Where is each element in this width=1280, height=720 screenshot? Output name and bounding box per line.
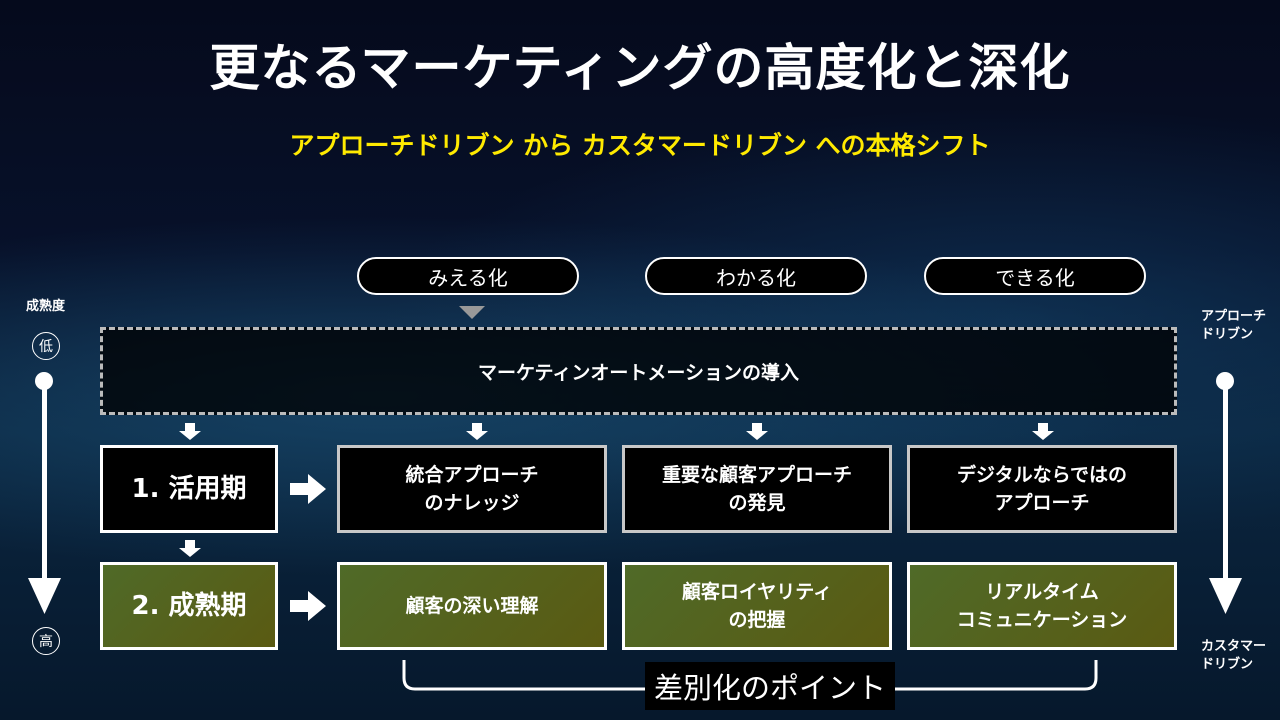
maturity-label: 成熟度 [26, 299, 66, 314]
cell-line: の発見 [728, 492, 786, 514]
cell-line: のナレッジ [424, 492, 520, 514]
cell-line: 顧客ロイヤリティ [681, 580, 833, 603]
driven-shift-arrow [1209, 372, 1242, 614]
arrow-down-icon [179, 423, 201, 440]
arrow-down-icon [746, 423, 768, 440]
label-line: アプローチ [1201, 309, 1267, 324]
arrow-down-icon [179, 540, 201, 557]
cell-key-approach: 重要な顧客アプローチの発見 [622, 445, 892, 533]
cell-deep-understanding: 顧客の深い理解 [337, 562, 607, 650]
label-line: ドリブン [1201, 327, 1254, 343]
cell-line: アプローチ [994, 492, 1090, 514]
maturity-arrow [28, 372, 61, 614]
arrow-right-icon [290, 474, 326, 504]
cell-digital-approach: デジタルならではのアプローチ [907, 445, 1177, 533]
label-line: カスタマー [1201, 639, 1267, 654]
high-badge: 高 [32, 627, 60, 655]
row-label-utilization: 1. 活用期 [100, 445, 278, 533]
arrow-down-icon [466, 423, 488, 440]
cell-line: デジタルならではの [956, 463, 1128, 486]
slide-title: 更なるマーケティングの高度化と深化 [209, 39, 1071, 97]
phase-enable: できる化 [924, 257, 1146, 295]
row-label-maturity: 2. 成熟期 [100, 562, 278, 650]
customer-driven-label: カスタマードリブン [1201, 638, 1266, 674]
cell-line: の把握 [728, 609, 786, 631]
cell-line: 顧客の深い理解 [405, 594, 539, 617]
slide-subtitle: アプローチドリブン から カスタマードリブン への本格シフト [289, 131, 991, 160]
cell-loyalty: 顧客ロイヤリティの把握 [622, 562, 892, 650]
cell-line: リアルタイム [985, 580, 1099, 603]
differentiation-point-label: 差別化のポイント [645, 662, 895, 710]
approach-driven-label: アプローチドリブン [1201, 308, 1266, 344]
triangle-down-icon [459, 306, 485, 319]
ma-introduction-box: マーケティンオートメーションの導入 [100, 327, 1177, 415]
label-line: ドリブン [1201, 657, 1254, 673]
phase-visualize: みえる化 [357, 257, 579, 295]
cell-line: 統合アプローチ [405, 463, 539, 486]
arrow-down-icon [1032, 423, 1054, 440]
cell-realtime: リアルタイムコミュニケーション [907, 562, 1177, 650]
cell-line: 重要な顧客アプローチ [661, 463, 852, 486]
arrow-right-icon [290, 591, 326, 621]
cell-integrated-approach: 統合アプローチのナレッジ [337, 445, 607, 533]
phase-understand: わかる化 [645, 257, 867, 295]
cell-line: コミュニケーション [956, 609, 1128, 631]
low-badge: 低 [32, 332, 60, 360]
